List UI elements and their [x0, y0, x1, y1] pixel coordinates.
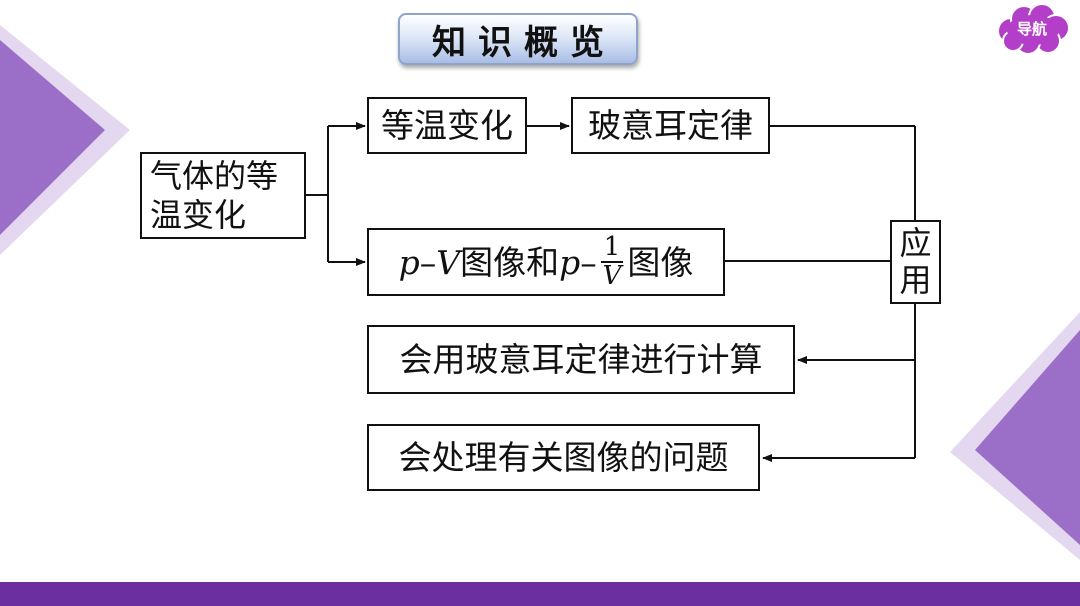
bottom-bar	[0, 582, 1080, 606]
graph-dash2: –	[580, 242, 597, 282]
apply-node: 应 用	[890, 220, 941, 304]
root-node: 气体的等 温变化	[140, 152, 306, 239]
apply-char-2: 用	[899, 261, 932, 299]
left-triangle-inner	[0, 40, 105, 235]
right-triangle-inner	[975, 330, 1080, 545]
apply-graph-node: 会处理有关图像的问题	[367, 424, 760, 491]
apply-char-1: 应	[899, 224, 932, 263]
graph-v: V	[436, 242, 461, 282]
root-line-1: 气体的等	[150, 157, 279, 196]
nav-button[interactable]: 导航	[996, 3, 1074, 55]
apply-calc-label: 会用玻意耳定律进行计算	[399, 340, 763, 379]
fraction-numerator: 1	[600, 233, 624, 263]
graph-dash1: –	[419, 242, 437, 282]
boyle-law-node: 玻意耳定律	[571, 97, 770, 154]
title-banner: 知识概览	[398, 13, 638, 65]
isothermal-node: 等温变化	[367, 97, 527, 154]
nav-label: 导航	[1016, 20, 1047, 38]
graph-text1: 图像和	[460, 242, 560, 282]
graphs-node: p – V 图像和 p – 1 V 图像	[367, 228, 725, 296]
graph-p1: p	[398, 242, 420, 282]
fraction-denominator: V	[602, 261, 622, 291]
isothermal-label: 等温变化	[381, 106, 513, 145]
graph-p2: p	[559, 242, 581, 282]
cloud-icon	[997, 3, 1070, 55]
fraction-one-over-v: 1 V	[600, 233, 624, 291]
page-title: 知识概览	[432, 22, 616, 63]
boyle-law-label: 玻意耳定律	[588, 106, 753, 145]
graph-text2: 图像	[627, 242, 694, 282]
apply-graph-label: 会处理有关图像的问题	[398, 438, 729, 477]
apply-calc-node: 会用玻意耳定律进行计算	[367, 325, 795, 394]
root-line-2: 温变化	[150, 195, 247, 234]
